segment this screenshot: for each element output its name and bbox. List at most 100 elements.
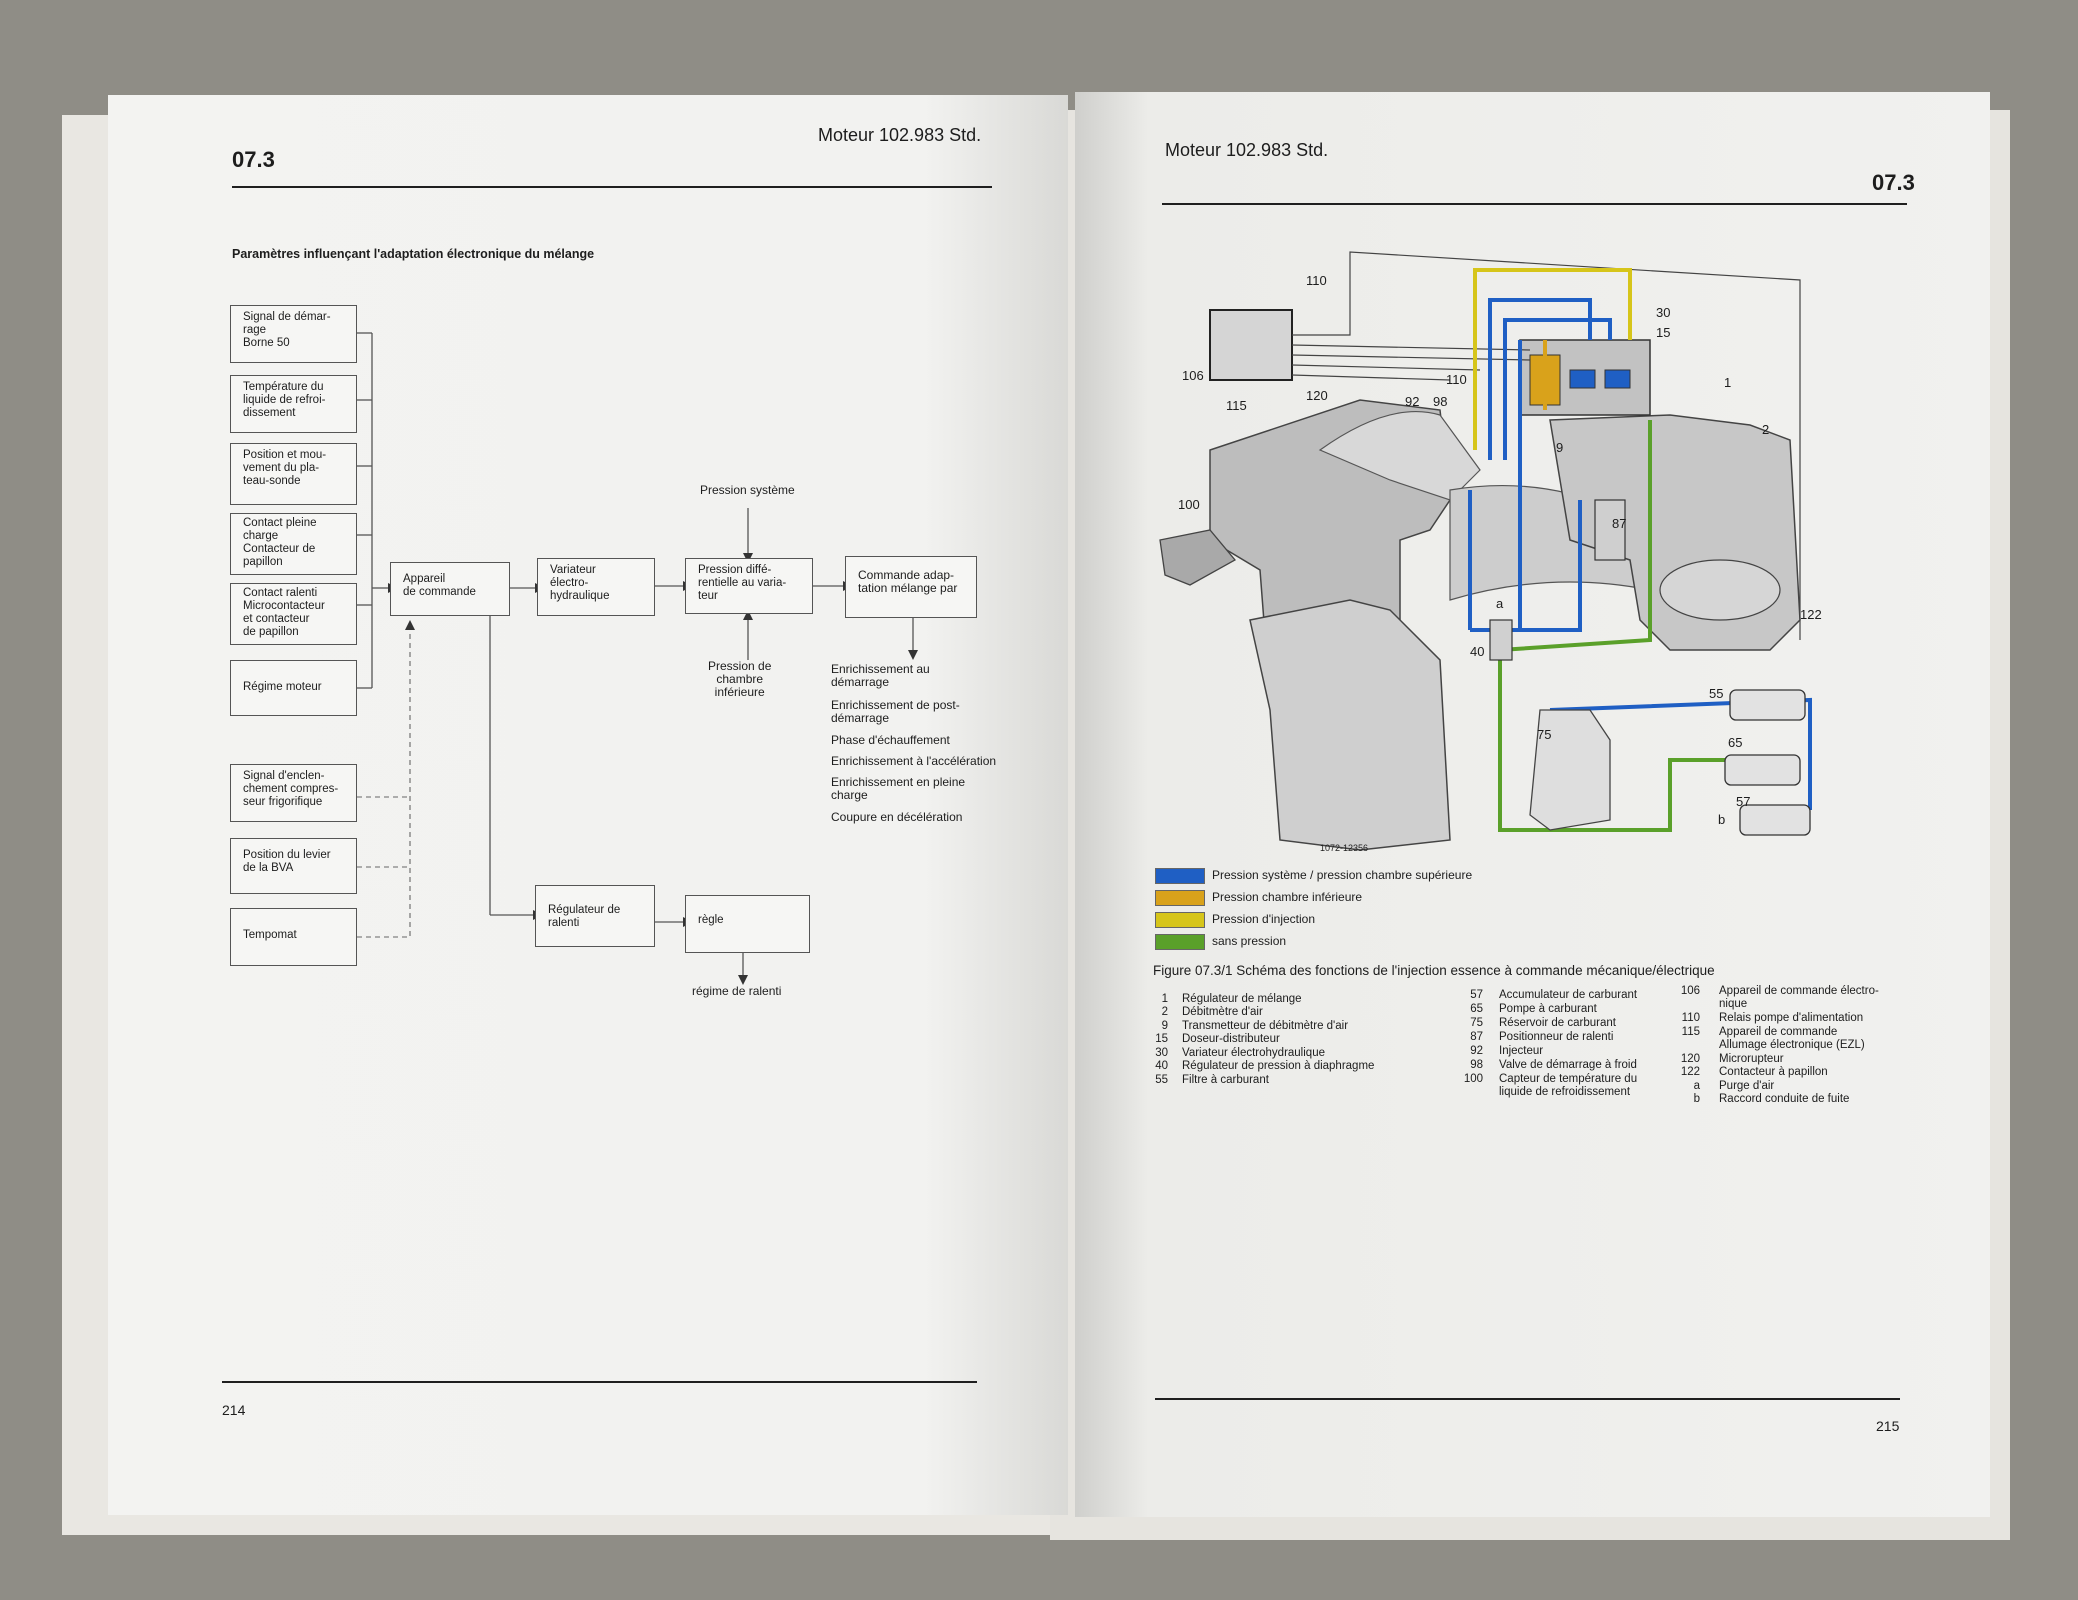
key-text: Régulateur de pression à diaphragme [1182,1060,1375,1072]
output-start-enrichment: Enrichissement au démarrage [831,662,930,689]
key-text: Débitmètre d'air [1182,1006,1263,1018]
key-number: 30 [1155,1047,1168,1059]
left-heading: Paramètres influençant l'adaptation élec… [232,247,595,261]
key-text: Injecteur [1499,1045,1544,1057]
idle-positioner-drawing [1594,499,1626,561]
key-number: 115 [1681,1026,1700,1038]
input-transmission-lever: Position du levier de la BVA [230,838,357,894]
output-acceleration-enrichment: Enrichissement à l'accélération [831,754,997,768]
injection-system-diagram [1159,251,1812,851]
callout-115: 115 [1226,398,1247,413]
block-electrohydraulic-actuator: Variateur électro- hydraulique [537,558,655,616]
callout-92: 92 [1405,394,1420,409]
key-number: 40 [1155,1060,1168,1072]
key-number: 120 [1680,1053,1700,1065]
key-number: b [1693,1093,1700,1105]
key-number: 65 [1470,1003,1483,1015]
key-text: Raccord conduite de fuite [1719,1093,1850,1105]
key-text: Pompe à carburant [1499,1003,1597,1015]
key-text: Réservoir de carburant [1499,1017,1616,1029]
input-start-signal: Signal de démar- rage Borne 50 [230,305,357,363]
air-flow-meter-drawing [1549,414,1801,651]
electronic-control-unit-drawing [1209,309,1293,381]
fuel-accumulator-drawing [1739,804,1811,836]
label-idle-speed: régime de ralenti [692,984,782,998]
callout-b: b [1718,812,1726,827]
block-control-unit: Appareil de commande [390,562,510,616]
block-differential-pressure: Pression diffé- rentielle au varia- teur [685,558,813,614]
output-full-load-enrichment: Enrichissement en pleine charge [831,775,966,802]
key-number: a [1693,1080,1700,1092]
callout-122: 122 [1800,607,1822,622]
block-idle-regulator: Régulateur de ralenti [535,885,655,947]
intake-runner-drawing [1318,410,1481,501]
key-number: 122 [1680,1066,1700,1078]
legend-swatch-system-pressure [1155,868,1205,884]
key-text: Appareil de commande Allumage électroniq… [1719,1026,1865,1052]
output-deceleration-cutoff: Coupure en décélération [831,810,963,824]
key-number: 57 [1470,989,1483,1001]
left-header-rule [232,186,992,188]
legend-swatch-lower-chamber [1155,890,1205,906]
input-idle-contact: Contact ralenti Microcontacteur et conta… [230,583,357,645]
key-number: 92 [1470,1045,1483,1057]
callout-15: 15 [1656,325,1671,340]
key-text: Doseur-distributeur [1182,1033,1280,1045]
oil-pan-drawing [1249,599,1451,851]
legend-injection-pressure: Pression d'injection [1212,912,1316,926]
callout-40: 40 [1470,644,1485,659]
input-ac-compressor-signal: Signal d'enclen- chement compres- seur f… [230,764,357,822]
key-text: Positionneur de ralenti [1499,1031,1614,1043]
pressure-regulator-drawing [1489,619,1513,661]
input-coolant-temperature: Température du liquide de refroi- dissem… [230,375,357,433]
key-text: Accumulateur de carburant [1499,989,1638,1001]
key-text: Appareil de commande électro- nique [1719,985,1879,1011]
legend-swatch-injection-pressure [1155,912,1205,928]
output-warm-up-phase: Phase d'échauffement [831,733,950,747]
callout-2: 2 [1762,422,1770,437]
callout-a: a [1496,596,1504,611]
fuel-filter-drawing [1729,689,1806,721]
callout-100: 100 [1178,497,1200,512]
key-number: 1 [1161,993,1168,1005]
figure-caption: Figure 07.3/1 Schéma des fonctions de l'… [1153,963,1715,978]
left-footer-rule [222,1381,977,1383]
key-number: 15 [1155,1033,1168,1045]
flowchart-connectors [357,332,918,985]
key-number: 100 [1463,1073,1483,1085]
key-number: 87 [1470,1031,1483,1043]
callout-110: 110 [1306,273,1327,288]
callout-87: 87 [1612,516,1627,531]
right-header-rule [1162,203,1907,205]
label-system-pressure: Pression système [700,483,795,497]
legend-system-pressure: Pression système / pression chambre supé… [1212,868,1473,882]
key-number: 75 [1470,1017,1483,1029]
key-text: Filtre à carburant [1182,1074,1269,1086]
callout-75: 75 [1537,727,1552,742]
callout-57: 57 [1736,794,1751,809]
key-text: Valve de démarrage à froid [1499,1059,1637,1071]
key-text: Transmetteur de débitmètre d'air [1182,1020,1349,1032]
left-running-title: Moteur 102.983 Std. [818,125,982,145]
legend-lower-chamber: Pression chambre inférieure [1212,890,1363,904]
right-running-title: Moteur 102.983 Std. [1165,140,1329,160]
right-page-number: 215 [1876,1418,1900,1434]
callout-98: 98 [1433,394,1448,409]
key-text: Relais pompe d'alimentation [1719,1012,1864,1024]
figure-code: 1072-12356 [1320,843,1369,853]
fuel-tank-drawing [1529,709,1611,831]
right-footer-rule [1155,1398,1900,1400]
key-number: 2 [1161,1006,1168,1018]
input-full-load-contact: Contact pleine charge Contacteur de papi… [230,513,357,575]
callout-65: 65 [1728,735,1743,750]
block-mixture-adaptation: Commande adap- tation mélange par [845,556,977,618]
input-sensor-plate-position: Position et mou- vement du pla- teau-son… [230,443,357,505]
block-regulates: règle [685,895,810,953]
fuel-pump-drawing [1724,754,1801,786]
key-number: 106 [1680,985,1700,997]
flywheel-drawing [1159,529,1237,586]
callout-106: 106 [1182,368,1204,383]
input-engine-speed: Régime moteur [230,660,357,716]
callout-120: 120 [1306,388,1328,403]
callout-9: 9 [1556,440,1564,455]
